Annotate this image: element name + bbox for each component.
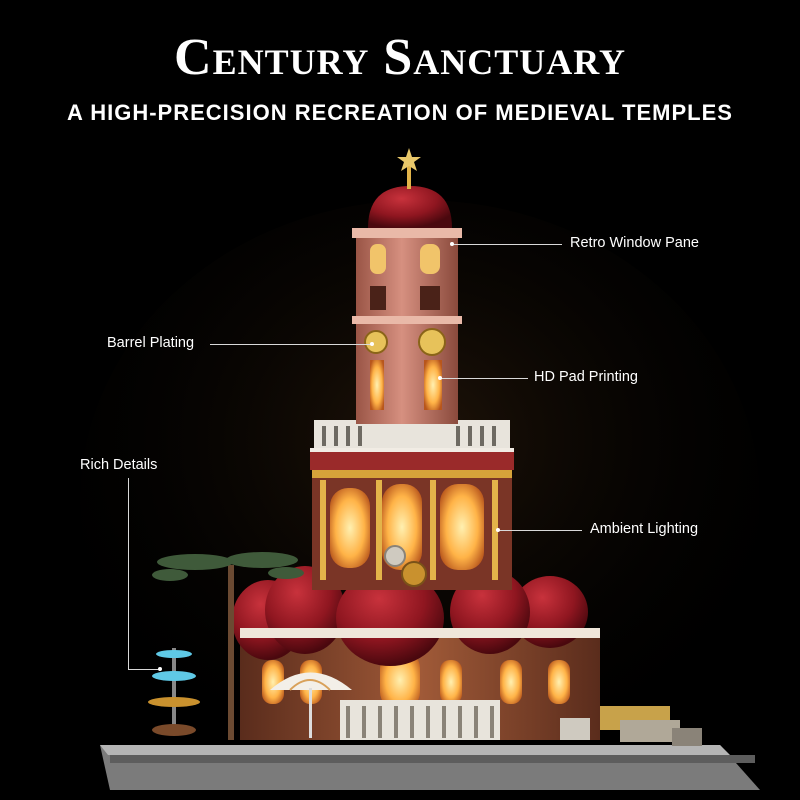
callout-hd-pad-printing: HD Pad Printing [534, 369, 638, 385]
ambient-lighting-dot [496, 528, 500, 532]
balcony [310, 420, 514, 470]
hd-pad-printing-dot [438, 376, 442, 380]
retro-window-pane-leader [452, 244, 562, 245]
rich-details-leader-horizontal [128, 669, 160, 670]
fountain [148, 648, 200, 736]
callout-rich-details: Rich Details [80, 457, 158, 473]
umbrella [270, 672, 352, 738]
hd-pad-printing-leader [440, 378, 528, 379]
callout-barrel-plating: Barrel Plating [107, 335, 195, 351]
dome-ring [232, 566, 600, 666]
top-dome [368, 148, 452, 228]
base-plate [100, 745, 760, 790]
palm-tree [152, 552, 304, 740]
middle-lit-section [312, 470, 512, 590]
ambient-lighting-leader [498, 530, 582, 531]
rich-details-leader-vertical [128, 478, 129, 669]
rich-details-dot [158, 667, 162, 671]
page-title: Century Sanctuary [174, 29, 626, 86]
right-plaza-details [560, 706, 702, 746]
barrel-plating-dot [370, 342, 374, 346]
barrel-plating-leader [210, 344, 372, 345]
callout-retro-window-pane: Retro Window Pane [570, 235, 699, 251]
clock-tower [352, 228, 462, 424]
retro-window-pane-dot [450, 242, 454, 246]
page-subtitle: A HIGH-PRECISION RECREATION OF MEDIEVAL … [67, 100, 733, 125]
callout-ambient-lighting: Ambient Lighting [590, 521, 699, 537]
